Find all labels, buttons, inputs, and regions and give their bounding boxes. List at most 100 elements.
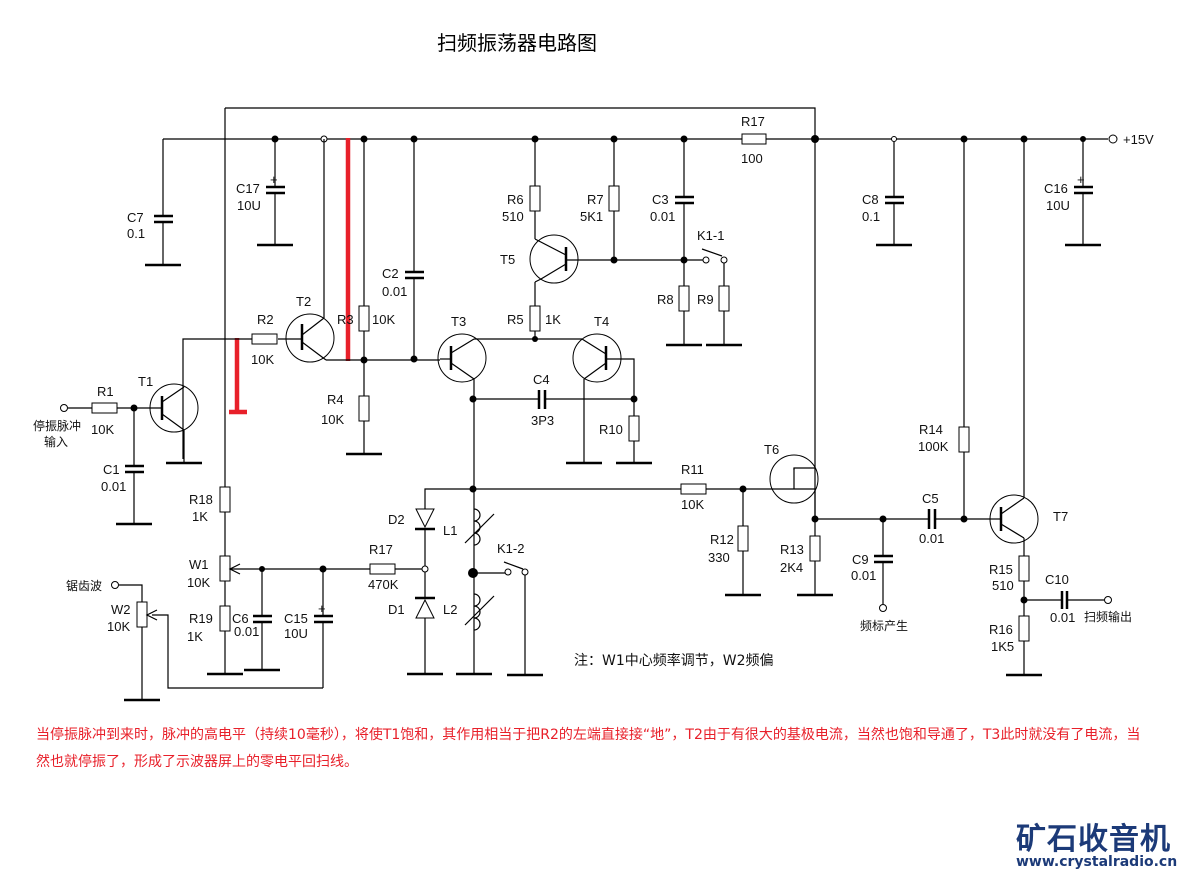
c6-value: 0.01	[234, 624, 259, 639]
r6-value: 510	[502, 209, 524, 224]
c7-value: 0.1	[127, 226, 145, 241]
r12-ref: R12	[710, 532, 734, 547]
r17b-value: 470K	[368, 577, 399, 592]
transistor-t1	[149, 383, 204, 465]
c17-value: 10U	[237, 198, 261, 213]
t5-ref: T5	[500, 252, 515, 267]
resistor-r14	[958, 426, 970, 453]
sawtooth-label: 锯齿波	[66, 578, 102, 593]
switch-k1-1-contact-b	[720, 256, 728, 264]
r18-ref: R18	[189, 492, 213, 507]
r17a-ref: R17	[741, 114, 765, 129]
t6-ref: T6	[764, 442, 779, 457]
c9-value: 0.01	[851, 568, 876, 583]
c2-ref: C2	[382, 266, 399, 281]
r5-value: 1K	[545, 312, 561, 327]
r15-ref: R15	[989, 562, 1013, 577]
c7-ref: C7	[127, 210, 144, 225]
c16-ref: C16	[1044, 181, 1068, 196]
r14-value: 100K	[918, 439, 949, 454]
r18-value: 1K	[192, 509, 208, 524]
r2-value: 10K	[251, 352, 274, 367]
resistor-r16	[1018, 615, 1030, 642]
r12-value: 330	[708, 550, 730, 565]
r1-ref: R1	[97, 384, 114, 399]
r1-value: 10K	[91, 422, 114, 437]
c5-value: 0.01	[919, 531, 944, 546]
r15-value: 510	[992, 578, 1014, 593]
t7-ref: T7	[1053, 509, 1068, 524]
stop-pulse-input-terminal	[60, 404, 68, 412]
r9-ref: R9	[697, 292, 714, 307]
c1-ref: C1	[103, 462, 120, 477]
diagram-title: 扫频振荡器电路图	[437, 31, 597, 55]
c17-ref: C17	[236, 181, 260, 196]
c4-ref: C4	[533, 372, 550, 387]
resistor-r9	[718, 285, 730, 312]
t1-ref: T1	[138, 374, 153, 389]
c1-value: 0.01	[101, 479, 126, 494]
t2-ref: T2	[296, 294, 311, 309]
inductor-l1	[464, 508, 495, 546]
t3-ref: T3	[451, 314, 466, 329]
r17b-ref: R17	[369, 542, 393, 557]
r10-ref: R10	[599, 422, 623, 437]
r7-ref: R7	[587, 192, 604, 207]
resistor-r1	[91, 402, 118, 414]
sweep-output-terminal	[1104, 596, 1112, 604]
resistor-r18	[219, 486, 231, 513]
w2-ref: W2	[111, 602, 131, 617]
r8-ref: R8	[657, 292, 674, 307]
w1-value: 10K	[187, 575, 210, 590]
stop-input-label-2: 输入	[44, 434, 68, 449]
k1-2-ref: K1-2	[497, 541, 524, 556]
potentiometer-w1	[219, 555, 231, 582]
c15-ref: C15	[284, 611, 308, 626]
resistor-r11	[680, 483, 707, 495]
r6-ref: R6	[507, 192, 524, 207]
r7-value: 5K1	[580, 209, 603, 224]
transistor-t7	[989, 494, 1039, 544]
d1-ref: D1	[388, 602, 405, 617]
marker-label: 频标产生	[860, 619, 908, 633]
r17a-value: 100	[741, 151, 763, 166]
r13-ref: R13	[780, 542, 804, 557]
r5-ref: R5	[507, 312, 524, 327]
r4-value: 10K	[321, 412, 344, 427]
sweep-output-label: 扫频输出	[1084, 609, 1132, 624]
varactor-d2	[415, 508, 435, 531]
c8-ref: C8	[862, 192, 879, 207]
resistor-r5	[529, 305, 541, 332]
varactor-d1	[415, 596, 435, 619]
c10-value: 0.01	[1050, 610, 1075, 625]
r4-ref: R4	[327, 392, 344, 407]
resistor-r12	[737, 525, 749, 552]
transistor-t4	[572, 333, 635, 399]
resistor-r15	[1018, 555, 1030, 582]
r2-ref: R2	[257, 312, 274, 327]
c6-ref: C6	[232, 611, 249, 626]
k1-1-ref: K1-1	[697, 228, 724, 243]
r16-value: 1K5	[991, 639, 1014, 654]
switch-k1-2-contact-a	[504, 568, 512, 576]
resistor-r7	[608, 185, 620, 212]
resistor-r13	[809, 535, 821, 562]
r3-ref: R3	[337, 312, 354, 327]
site-logo: 矿石收音机 www.crystalradio.cn	[1016, 814, 1177, 870]
r16-ref: R16	[989, 622, 1013, 637]
c15-value: 10U	[284, 626, 308, 641]
wire-feedback-loop	[225, 107, 816, 520]
t4-ref: T4	[594, 314, 609, 329]
c2-value: 0.01	[382, 284, 407, 299]
logo-name: 矿石收音机	[1016, 822, 1171, 857]
svg-text:+: +	[318, 601, 326, 616]
transistor-t3	[437, 333, 487, 383]
potentiometer-w2	[136, 601, 148, 628]
c3-ref: C3	[652, 192, 669, 207]
l1-ref: L1	[443, 523, 457, 538]
resistor-r17-470k	[369, 563, 396, 575]
svg-text:+: +	[270, 172, 278, 187]
d2-ref: D2	[388, 512, 405, 527]
r13-value: 2K4	[780, 560, 803, 575]
